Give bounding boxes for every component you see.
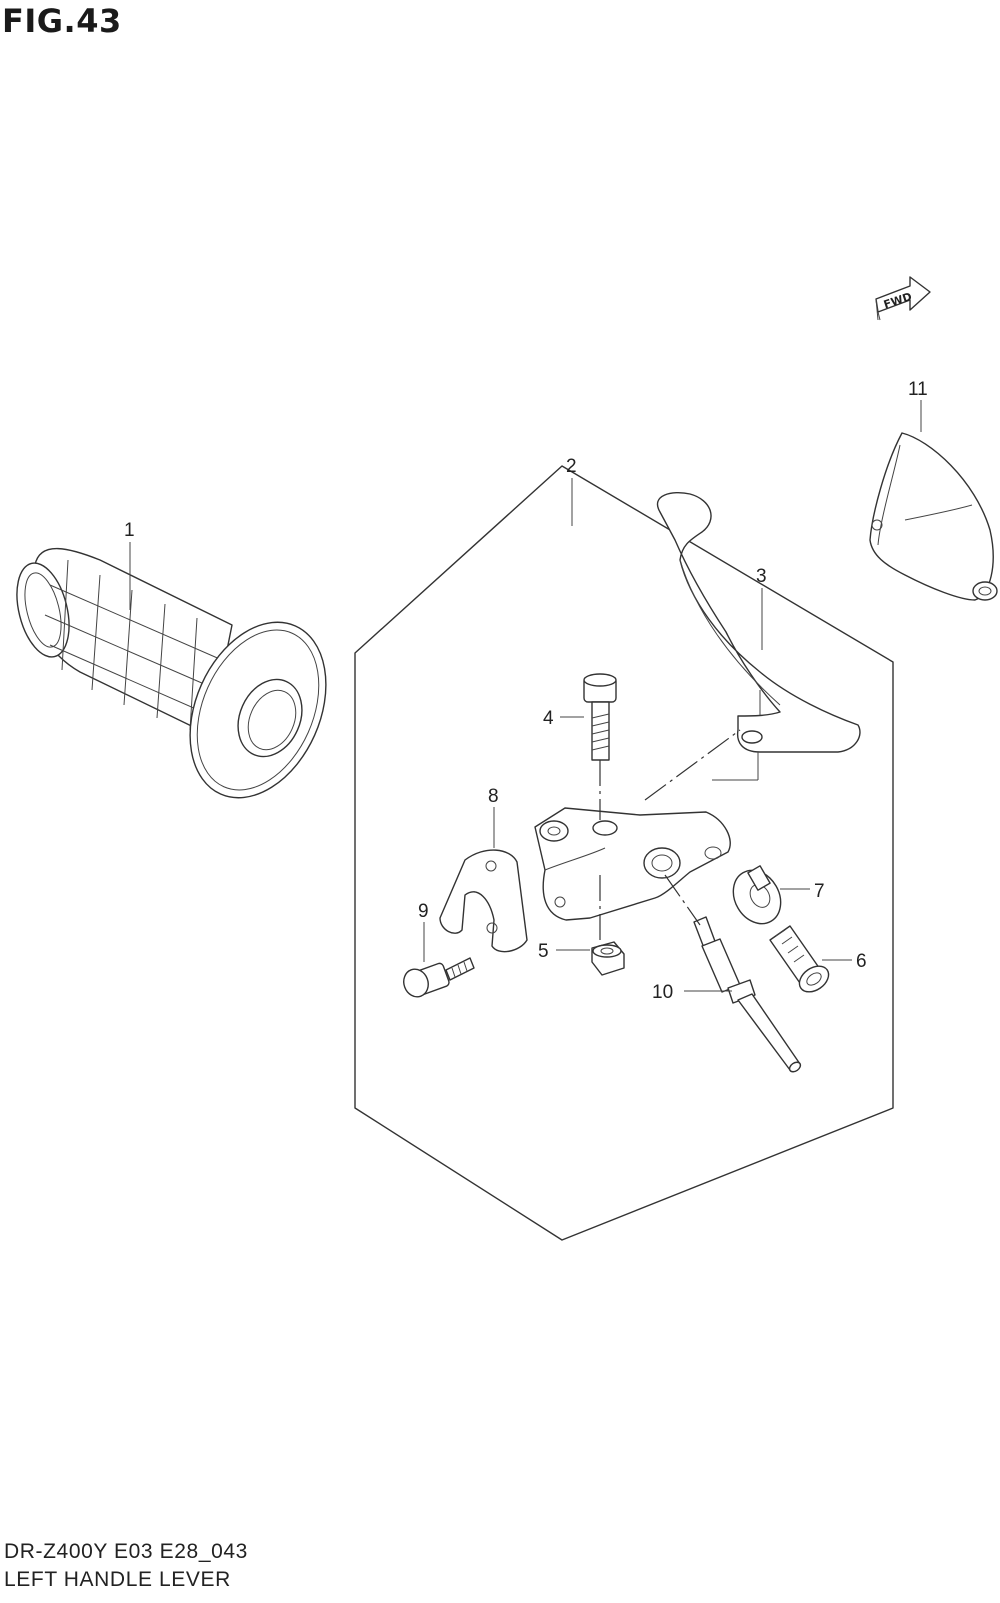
figure-name: LEFT HANDLE LEVER [4, 1568, 231, 1591]
figure-title: FIG.43 [2, 2, 122, 40]
grip-part [16, 547, 327, 799]
callout-leaders [129, 400, 922, 992]
callout-5: 5 [538, 941, 549, 962]
assembly-guides [599, 690, 761, 940]
callout-1: 1 [124, 520, 135, 541]
model-code: DR-Z400Y E03 E28_043 [4, 1540, 248, 1563]
callout-6: 6 [856, 951, 867, 972]
fwd-arrow-icon: FWD [875, 276, 931, 321]
lever-cover-part [869, 432, 998, 601]
clamp-bolt-part [403, 957, 475, 998]
callout-8: 8 [488, 786, 499, 807]
switch-cable-part [693, 916, 802, 1073]
adjuster-part [769, 925, 830, 993]
callout-9: 9 [418, 901, 429, 922]
callout-labels: 1 2 3 4 5 6 7 8 9 10 11 [124, 379, 928, 1003]
callout-11: 11 [908, 379, 928, 400]
callout-4: 4 [543, 708, 554, 729]
fwd-label: FWD [882, 290, 913, 311]
adjuster-nut-part [732, 865, 782, 925]
callout-2: 2 [566, 456, 577, 477]
callout-7: 7 [814, 881, 825, 902]
lever-part [656, 492, 861, 753]
lever-bolt-part [583, 673, 617, 761]
assembly-boundary [354, 465, 894, 1241]
holder-clamp-part [439, 849, 528, 953]
callout-10: 10 [652, 982, 673, 1003]
lever-holder-part [534, 807, 731, 921]
callout-3: 3 [756, 566, 767, 587]
nut-part [591, 941, 625, 976]
